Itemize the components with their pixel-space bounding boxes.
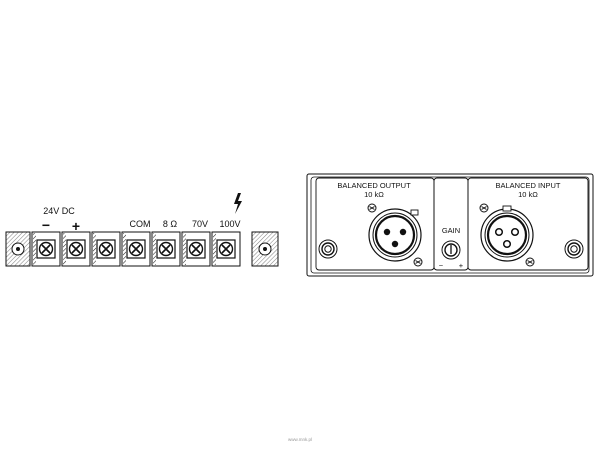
watermark: www.mnk.pl	[288, 437, 312, 442]
terminal-row	[31, 231, 241, 267]
plus-sign: +	[72, 218, 80, 234]
rear-panel: BALANCED OUTPUT 10 kΩ GAIN	[306, 173, 594, 277]
xlr-output-connector[interactable]	[367, 203, 423, 267]
terminal-plus[interactable]	[61, 231, 91, 267]
strip-end-right	[251, 231, 279, 267]
terminal-100v[interactable]	[211, 231, 241, 267]
v100-label: 100V	[219, 219, 240, 229]
v70-label: 70V	[192, 219, 208, 229]
lightning-bolt-icon	[234, 193, 242, 214]
gain-minus: −	[439, 261, 444, 270]
input-title: BALANCED INPUT	[495, 181, 560, 190]
output-impedance: 10 kΩ	[364, 190, 384, 199]
input-section	[467, 177, 589, 271]
gain-plus: +	[459, 261, 464, 270]
output-title: BALANCED OUTPUT	[337, 181, 411, 190]
terminal-unused[interactable]	[91, 231, 121, 267]
input-impedance: 10 kΩ	[518, 190, 538, 199]
minus-sign: −	[42, 217, 50, 233]
supply-label: 24V DC	[43, 206, 75, 216]
mounting-screw	[318, 239, 338, 259]
terminal-minus[interactable]	[31, 231, 61, 267]
mounting-screw	[564, 239, 584, 259]
terminal-8ohm[interactable]	[151, 231, 181, 267]
ohm-label: 8 Ω	[163, 219, 178, 229]
terminal-70v[interactable]	[181, 231, 211, 267]
terminal-strip: 24V DC − + COM 8 Ω 70V 100V	[5, 193, 279, 267]
gain-label: GAIN	[442, 226, 460, 235]
xlr-input-connector[interactable]	[479, 203, 535, 267]
terminal-com[interactable]	[121, 231, 151, 267]
strip-end-left	[5, 231, 31, 267]
com-label: COM	[130, 219, 151, 229]
gain-knob[interactable]	[441, 240, 461, 260]
